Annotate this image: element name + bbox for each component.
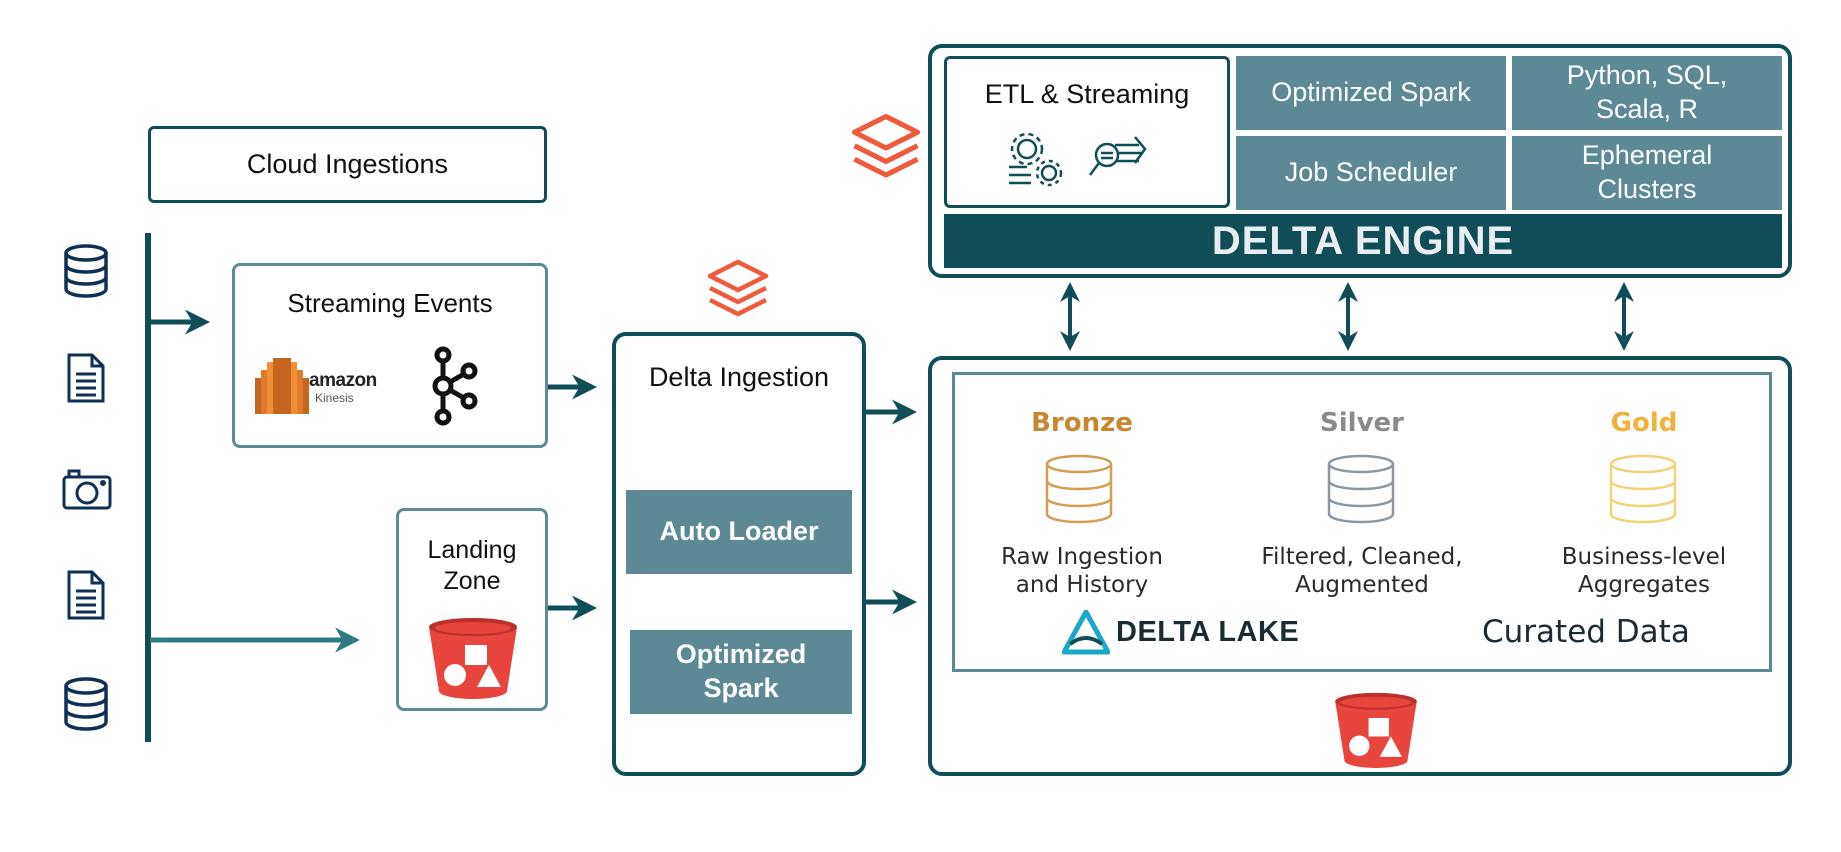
languages-feature: Python, SQL, Scala, R (1512, 56, 1782, 130)
delta-engine-banner: DELTA ENGINE (944, 214, 1782, 268)
gold-title: Gold (1610, 408, 1678, 438)
optimized-spark-tile: Optimized Spark (630, 630, 852, 714)
kinesis-logo-text: Kinesis (315, 391, 354, 405)
delta-lake-logo-text: DELTA LAKE (1116, 616, 1300, 648)
languages-line1: Python, SQL, (1566, 60, 1728, 91)
ephemeral-line1: Ephemeral (1581, 140, 1713, 171)
silver-title: Silver (1320, 408, 1404, 438)
optimized-spark-line2: Spark (703, 673, 779, 703)
database-icon (64, 244, 108, 298)
cloud-ingestions-label: Cloud Ingestions (246, 149, 449, 179)
optimized-spark-line1: Optimized (675, 639, 807, 670)
gold-desc-line1: Business-level (1561, 544, 1727, 570)
document-icon (67, 570, 105, 620)
document-icon (67, 353, 105, 403)
curated-data-label: Curated Data (1482, 614, 1690, 650)
bronze-title: Bronze (1031, 408, 1133, 438)
job-scheduler-feature: Job Scheduler (1236, 136, 1506, 210)
databricks-logo-icon (851, 113, 921, 178)
s3-bucket-icon (429, 618, 517, 699)
database-icon (64, 677, 108, 731)
streaming-events-box: Streaming Events amazon Kinesis (232, 263, 548, 448)
silver-database-icon (1327, 454, 1395, 524)
gears-icon (1009, 132, 1063, 187)
s3-bucket-icon (1335, 692, 1417, 768)
languages-line2: Scala, R (1595, 94, 1699, 124)
optimized-spark-feature: Optimized Spark (1236, 56, 1506, 130)
medallion-box (952, 372, 1772, 672)
delta-lake-icon (1062, 610, 1110, 655)
delta-ingestion-box: Delta Ingestion Auto Loader Optimized Sp… (612, 332, 866, 776)
ephemeral-clusters-feature: Ephemeral Clusters (1512, 136, 1782, 210)
databricks-logo-icon (707, 259, 769, 317)
etl-streaming-box: ETL & Streaming (944, 56, 1230, 208)
etl-streaming-title: ETL & Streaming (984, 79, 1190, 109)
auto-loader-tile: Auto Loader (626, 490, 852, 574)
bronze-database-icon (1045, 454, 1113, 524)
gold-database-icon (1609, 454, 1677, 524)
bronze-desc-line1: Raw Ingestion (1001, 544, 1163, 570)
cloud-ingestions-box: Cloud Ingestions (148, 126, 547, 203)
silver-desc-line2: Augmented (1295, 571, 1429, 598)
landing-zone-box: Landing Zone (396, 508, 548, 711)
streaming-events-title: Streaming Events (287, 288, 493, 318)
landing-zone-title-line1: Landing (427, 536, 517, 564)
kafka-icon (432, 346, 478, 426)
amazon-logo-text: amazon (309, 370, 377, 391)
bronze-desc-line2: and History (1015, 571, 1149, 598)
amazon-kinesis-icon (255, 358, 309, 414)
ephemeral-line2: Clusters (1597, 174, 1697, 204)
gold-desc-line2: Aggregates (1578, 571, 1710, 598)
delta-ingestion-title: Delta Ingestion (648, 362, 830, 392)
platform-box: ETL & Streaming Optimized Spark Python, … (928, 44, 1792, 278)
stream-search-icon (1089, 136, 1147, 176)
camera-icon (62, 469, 112, 510)
lakehouse-box: Bronze Raw Ingestion and History Silver … (928, 356, 1792, 776)
landing-zone-title-line2: Zone (443, 567, 501, 596)
silver-desc-line1: Filtered, Cleaned, (1261, 544, 1463, 570)
